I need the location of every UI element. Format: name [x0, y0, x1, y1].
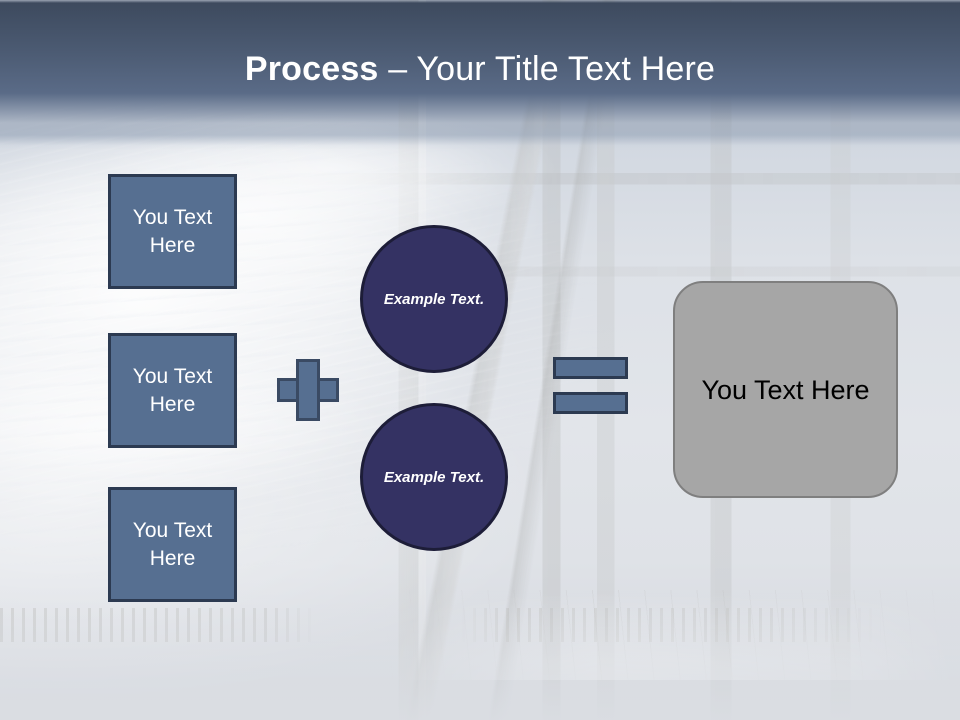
input-box-3[interactable]: You Text Here	[108, 487, 237, 602]
plus-operator-icon	[277, 359, 339, 421]
result-box-label: You Text Here	[701, 374, 870, 405]
example-circle-2-label: Example Text.	[383, 468, 485, 486]
example-circle-2[interactable]: Example Text.	[360, 403, 508, 551]
equals-operator-icon	[553, 357, 628, 414]
equals-bottom-bar	[553, 392, 628, 414]
plus-center-fill	[299, 381, 317, 399]
input-box-2-label: You Text Here	[132, 364, 213, 416]
result-box[interactable]: You Text Here	[673, 281, 898, 498]
slide-title: Process – Your Title Text Here	[0, 48, 960, 90]
example-circle-1[interactable]: Example Text.	[360, 225, 508, 373]
title-banner	[0, 0, 960, 150]
input-box-1[interactable]: You Text Here	[108, 174, 237, 289]
input-box-3-label: You Text Here	[132, 518, 213, 570]
slide-title-rest: – Your Title Text Here	[378, 50, 716, 88]
input-box-2[interactable]: You Text Here	[108, 333, 237, 448]
input-box-1-label: You Text Here	[132, 205, 213, 257]
slide-title-strong: Process	[244, 50, 379, 88]
example-circle-1-label: Example Text.	[383, 290, 485, 308]
equals-top-bar	[553, 357, 628, 379]
